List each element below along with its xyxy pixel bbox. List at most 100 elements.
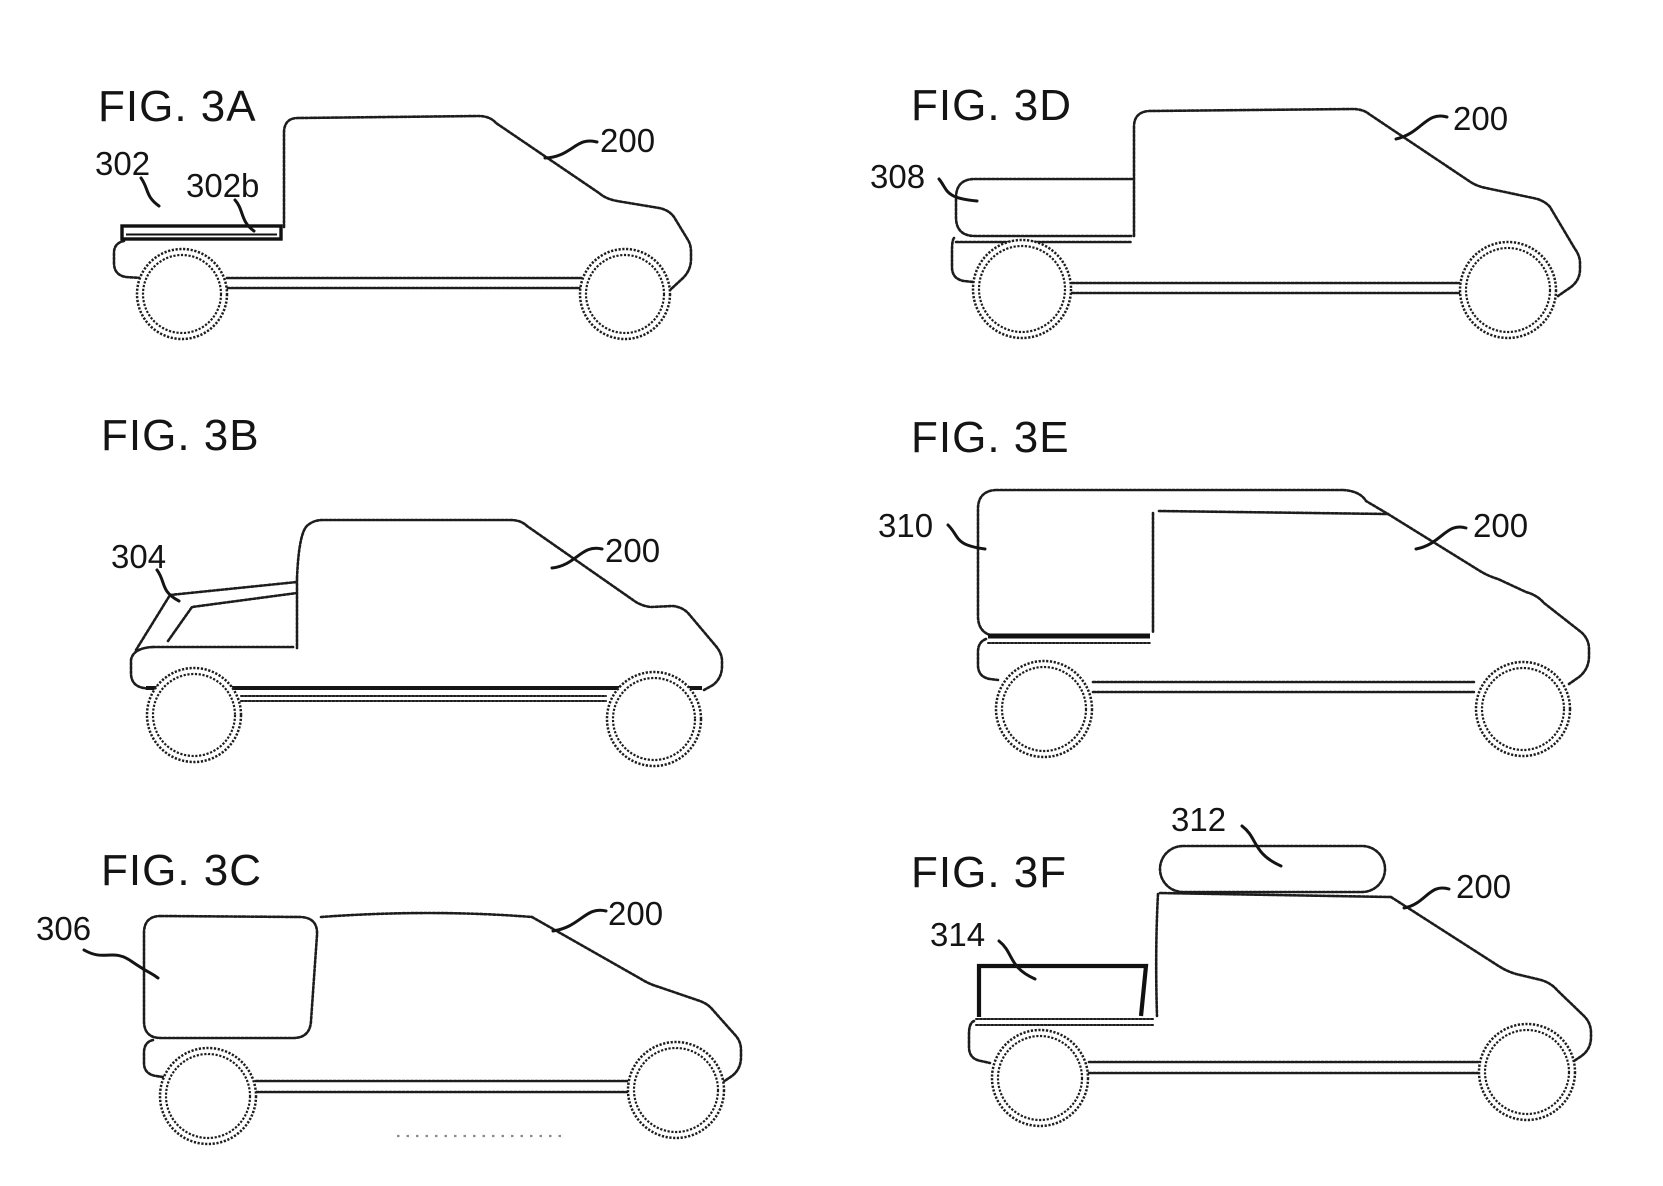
truck-3a-front-wheel: [578, 247, 672, 341]
truck-3a-rear-wheel: [135, 247, 229, 341]
rear-wheel-outer: [158, 1046, 258, 1146]
truck-3f-chassis-lines: [1087, 1060, 1480, 1075]
ref-312: 312: [1171, 801, 1226, 838]
truck-3e-chassis-lines: [1091, 680, 1476, 694]
tall-box-310: [976, 488, 1390, 637]
ref-200-3c: 200: [608, 895, 663, 932]
ref-200-3f: 200: [1456, 868, 1511, 905]
truck-3c-rear-wheel: [158, 1046, 258, 1146]
truck-3c-roof-line: [319, 911, 534, 919]
truck-3c-chassis-lines: [254, 1079, 629, 1094]
leader-200-3a: [543, 139, 599, 160]
front-wheel-outer: [578, 247, 672, 341]
front-wheel-inner: [1480, 666, 1566, 752]
truck-3f-cab-lines: [1154, 891, 1393, 1018]
figure-3e-group: FIG. 3E 310 200: [878, 413, 1591, 759]
figure-3e-title: FIG. 3E: [911, 413, 1070, 462]
ref-314: 314: [930, 916, 985, 953]
rear-wheel-inner: [141, 253, 223, 335]
front-wheel-outer: [1458, 240, 1558, 340]
ref-200-3d: 200: [1453, 100, 1508, 137]
ref-200-3e: 200: [1473, 507, 1528, 544]
leader-200-3d: [1394, 114, 1449, 141]
truck-3a-chassis-lines: [225, 276, 583, 290]
truck-3c-front-wheel: [626, 1040, 726, 1140]
truck-3e-front-outline: [1386, 512, 1591, 686]
figure-3f-title: FIG. 3F: [911, 848, 1067, 897]
leader-200-3f: [1402, 886, 1451, 910]
leader-310: [946, 523, 987, 551]
truck-3b-bed-rails-304: [134, 577, 299, 652]
leader-302b: [233, 198, 256, 233]
truck-3c-front-outline: [530, 915, 743, 1084]
figure-3c-group: FIG. 3C 306 200: [36, 846, 743, 1146]
rear-wheel-inner: [1000, 665, 1088, 753]
rear-wheel-inner: [164, 1052, 252, 1140]
truck-3d-cab-outline: [1132, 107, 1582, 298]
ref-310: 310: [878, 507, 933, 544]
figure-3b-group: FIG. 3B 304 200: [101, 411, 724, 768]
ref-200-3a: 200: [600, 122, 655, 159]
truck-3d-chassis-lines: [1070, 281, 1461, 295]
truck-3a-rear-outline: [112, 239, 143, 280]
truck-3b-rear-wheel: [145, 666, 243, 764]
truck-3b-cab-outline: [295, 518, 724, 692]
ref-304: 304: [111, 538, 166, 575]
leader-304: [155, 568, 181, 603]
leader-306: [82, 948, 160, 980]
tonneau-cover-302: [120, 224, 283, 241]
roof-pod-312: [1158, 844, 1387, 894]
rear-wheel-inner: [151, 672, 237, 758]
truck-3f-front-wheel: [1477, 1022, 1577, 1122]
figure-3a-group: FIG. 3A 302 302b 200: [95, 82, 693, 341]
figure-3c-title: FIG. 3C: [101, 846, 262, 895]
leader-302: [139, 176, 161, 208]
truck-3d-front-wheel: [1458, 240, 1558, 340]
figure-3b-title: FIG. 3B: [101, 411, 260, 460]
truck-3b-chassis-lines: [240, 695, 607, 702]
truck-3c-rear-outline: [142, 1038, 165, 1079]
ref-200-3b: 200: [605, 532, 660, 569]
rear-wheel-outer: [994, 659, 1094, 759]
figure-3a-title: FIG. 3A: [98, 82, 257, 131]
rear-wheel-inner: [996, 1034, 1084, 1122]
truck-3e-rear-outline: [976, 637, 1000, 682]
truck-3e-rear-wheel: [994, 659, 1094, 759]
front-wheel-outer: [626, 1040, 726, 1140]
truck-3e-cab-through-lines: [1151, 509, 1390, 634]
rear-wheel-outer: [145, 666, 243, 764]
rear-wheel-inner: [977, 244, 1067, 334]
truck-3d-rear-outline: [950, 236, 975, 284]
front-wheel-inner: [1464, 246, 1552, 334]
front-wheel-outer: [605, 670, 703, 768]
bed-box-308: [954, 177, 1134, 238]
front-wheel-inner: [611, 676, 697, 762]
truck-3b-rear-outline: [129, 645, 155, 691]
front-wheel-inner: [584, 253, 666, 335]
truck-3f-rear-wheel: [990, 1028, 1090, 1128]
truck-3d-rear-wheel: [971, 238, 1073, 340]
truck-3f-bed-rails: [975, 1018, 1155, 1026]
front-wheel-inner: [632, 1046, 720, 1134]
front-wheel-inner: [1483, 1028, 1571, 1116]
figure-3d-title: FIG. 3D: [911, 81, 1072, 130]
truck-3a-cab-outline: [282, 114, 693, 293]
ref-302b: 302b: [186, 167, 259, 204]
truck-3f-rear-outline: [967, 1019, 992, 1065]
truck-3b-front-wheel: [605, 670, 703, 768]
leader-314: [997, 939, 1037, 981]
leader-200-3b: [550, 546, 604, 570]
bed-box-314: [976, 963, 1149, 1017]
truck-3e-front-wheel: [1474, 660, 1572, 758]
ref-306: 306: [36, 910, 91, 947]
leader-200-3e: [1414, 525, 1468, 551]
figure-3f-group: FIG. 3F 312 314 200: [911, 801, 1593, 1128]
leader-200-3c: [551, 908, 608, 933]
ref-308: 308: [870, 158, 925, 195]
ref-302: 302: [95, 145, 150, 182]
rear-wheel-outer: [971, 238, 1073, 340]
front-wheel-outer: [1474, 660, 1572, 758]
cargo-box-306: [142, 914, 319, 1040]
